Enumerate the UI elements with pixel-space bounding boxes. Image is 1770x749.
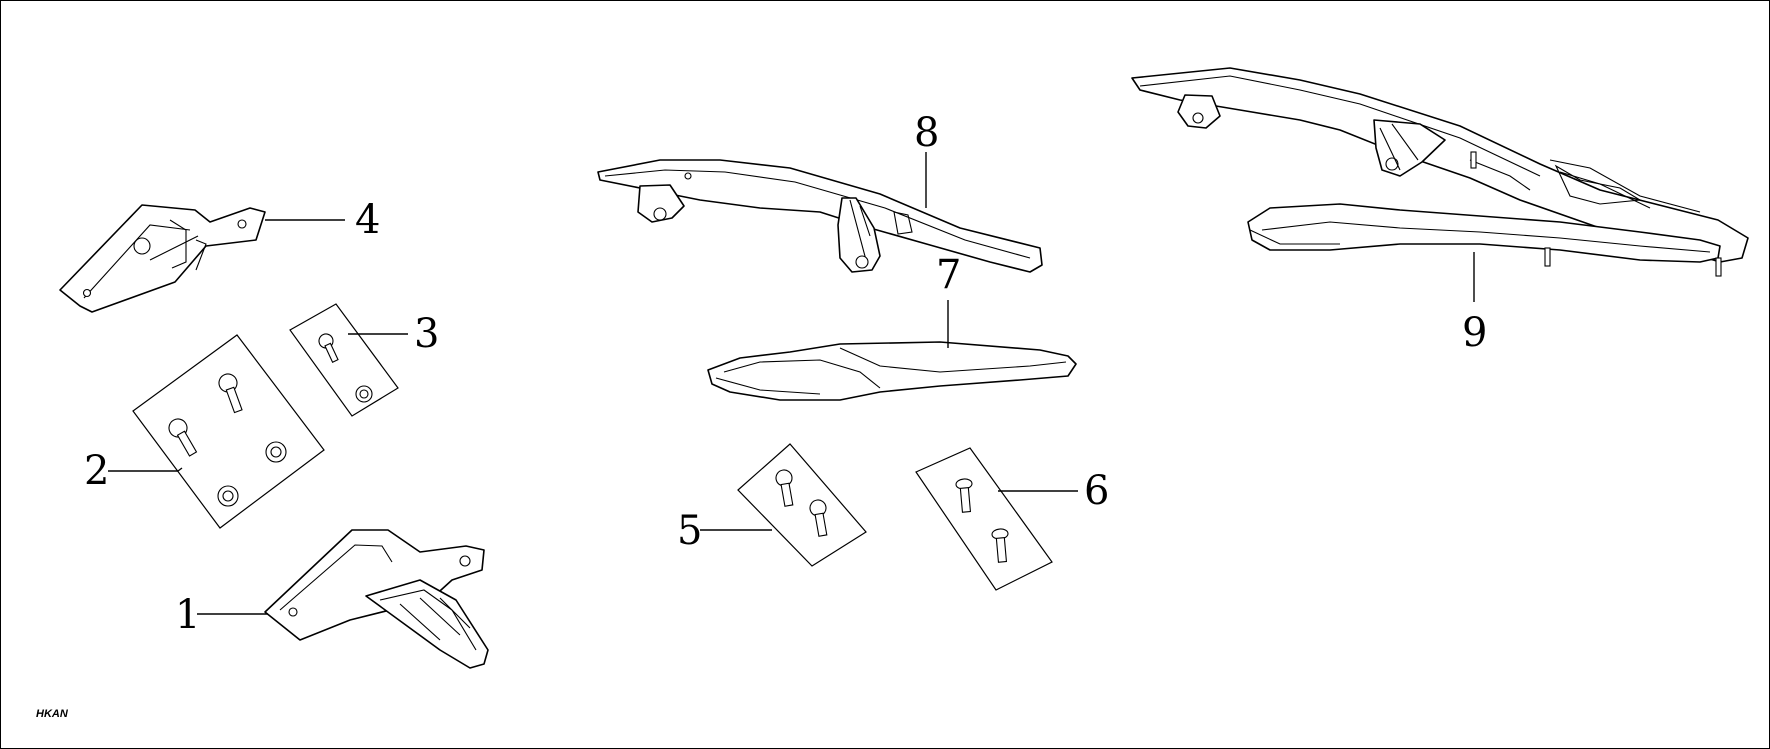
part-5-hardware-bag <box>737 443 867 567</box>
leader-lines <box>108 152 1475 615</box>
part-9-rear-rail-assembly <box>1131 67 1749 277</box>
part-3-hardware-bag <box>289 303 399 417</box>
callout-8: 8 <box>914 110 939 156</box>
part-4-bracket <box>59 204 266 313</box>
part-6-hardware-bag <box>915 447 1053 591</box>
callout-1: 1 <box>175 592 200 638</box>
leader-2-tip <box>177 467 183 472</box>
callout-6: 6 <box>1084 468 1109 514</box>
callout-3: 3 <box>414 311 439 357</box>
callout-2: 2 <box>84 448 109 494</box>
part-1-footrest <box>264 529 489 669</box>
callout-5: 5 <box>677 508 702 554</box>
callout-4: 4 <box>355 197 380 243</box>
callout-9: 9 <box>1462 310 1487 356</box>
part-8-grab-rail <box>597 159 1043 273</box>
part-2-hardware-bag <box>132 334 325 529</box>
callout-7: 7 <box>936 252 961 298</box>
part-7-side-cover <box>707 341 1077 401</box>
callout-numbers: 4 3 2 1 8 7 5 6 9 <box>84 110 1487 638</box>
drawing-code: HKAN <box>36 708 69 720</box>
